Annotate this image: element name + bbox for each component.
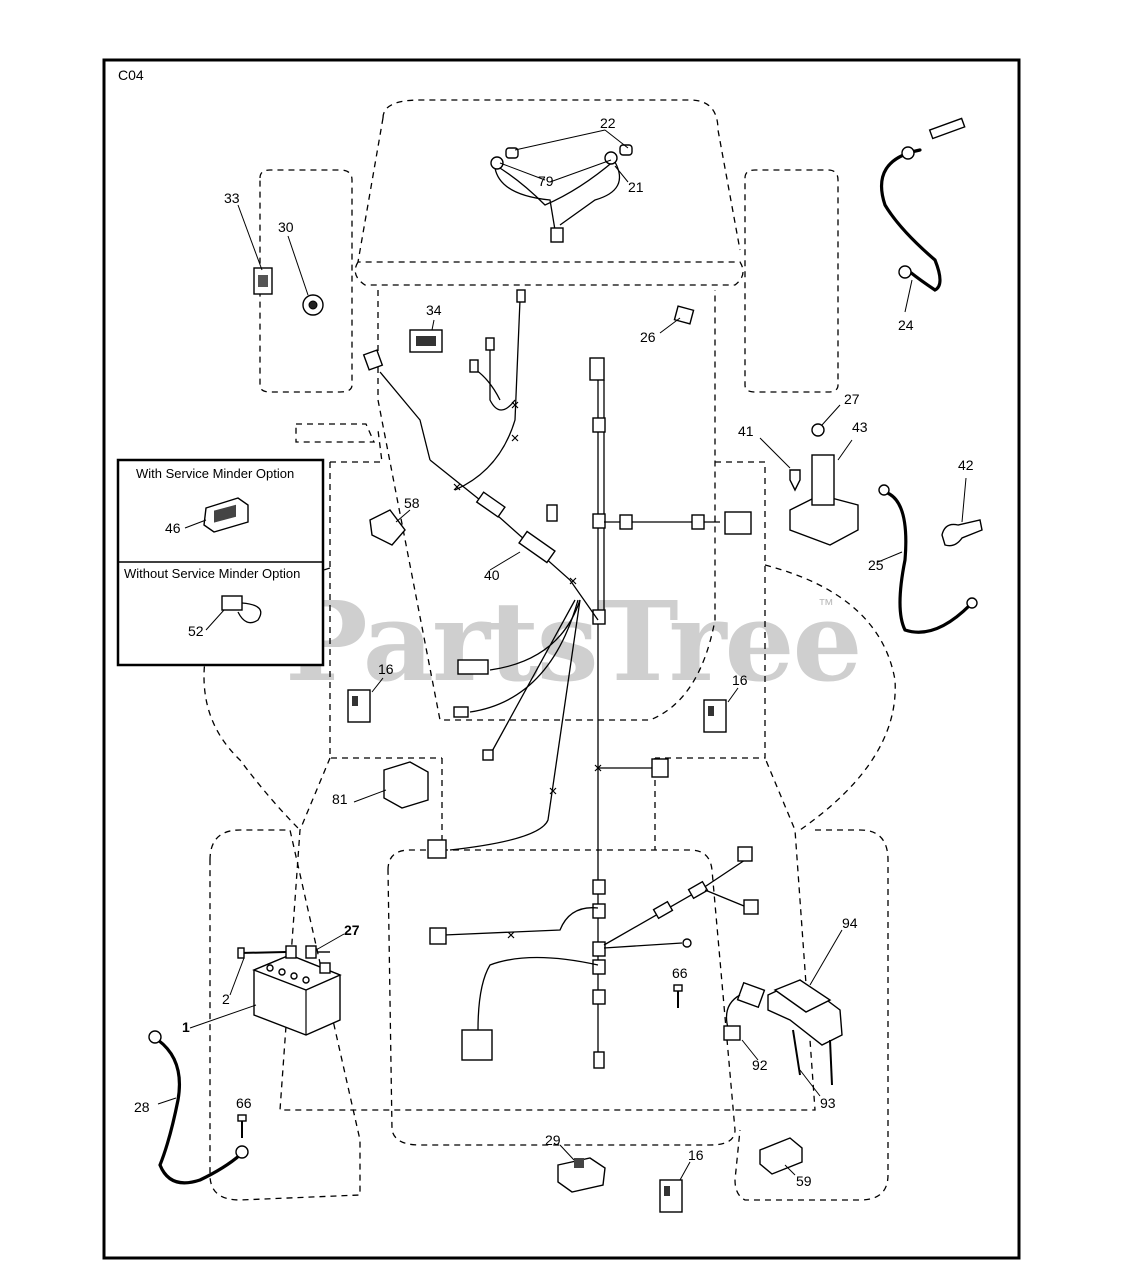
callout-34: 34	[426, 302, 442, 318]
callout-43: 43	[852, 419, 868, 435]
battery-1	[189, 954, 342, 1036]
callout-16-bottom: 16	[688, 1147, 704, 1163]
callout-25: 25	[868, 557, 884, 573]
headlight-harness	[490, 129, 633, 243]
callout-52: 52	[188, 623, 204, 639]
battery-cable-24	[880, 117, 966, 313]
relay-81	[353, 761, 429, 809]
tractor-outline	[203, 99, 896, 1201]
module-58	[369, 509, 411, 546]
switch-29	[557, 1144, 606, 1193]
with-service-minder-label: With Service Minder Option	[136, 466, 294, 481]
nut-27-bottom	[305, 933, 345, 959]
watermark: PartsTree	[285, 577, 861, 706]
diagram-code: C04	[118, 67, 144, 83]
main-wire-harness	[362, 289, 759, 1069]
callout-2: 2	[222, 991, 230, 1007]
connector-16-right	[703, 687, 739, 733]
callout-26: 26	[640, 329, 656, 345]
callout-16-right: 16	[732, 672, 748, 688]
callout-79: 79	[538, 173, 554, 189]
callout-28: 28	[134, 1099, 150, 1115]
bolt-2	[229, 945, 297, 996]
callout-92: 92	[752, 1057, 768, 1073]
callout-40: 40	[484, 567, 500, 583]
without-service-minder-label: Without Service Minder Option	[124, 566, 300, 581]
watermark-tm: ™	[818, 597, 834, 614]
clip-42	[941, 477, 983, 547]
callout-27-bottom: 27	[344, 922, 360, 938]
starter-solenoid	[759, 404, 859, 546]
callout-21: 21	[628, 179, 644, 195]
wire-tie-marks	[453, 401, 602, 939]
screw-66-left	[237, 1114, 247, 1138]
callout-81: 81	[332, 791, 348, 807]
callout-66-left: 66	[236, 1095, 252, 1111]
callout-16-left: 16	[378, 661, 394, 677]
module-59	[759, 1137, 803, 1176]
cable-28	[148, 1030, 249, 1185]
ignition-parts	[237, 204, 324, 316]
callout-46: 46	[165, 520, 181, 536]
connector-92	[723, 981, 766, 1061]
module-94	[767, 929, 843, 1097]
switch-34	[409, 319, 443, 353]
callout-24: 24	[898, 317, 914, 333]
callout-93: 93	[820, 1095, 836, 1111]
callout-42: 42	[958, 457, 974, 473]
jumper-plug-part	[221, 595, 243, 611]
callout-30: 30	[278, 219, 294, 235]
callout-41: 41	[738, 423, 754, 439]
callout-1: 1	[182, 1019, 190, 1035]
callout-58: 58	[404, 495, 420, 511]
callout-33: 33	[224, 190, 240, 206]
fuse-26	[659, 305, 695, 334]
connector-16-left	[347, 677, 384, 723]
diagram-frame	[102, 58, 1021, 1260]
callout-94: 94	[842, 915, 858, 931]
cable-25	[877, 484, 978, 634]
connector-16-bottom	[659, 1161, 691, 1213]
callout-66-center: 66	[672, 965, 688, 981]
screw-66-center	[673, 984, 683, 1008]
callout-59: 59	[796, 1173, 812, 1189]
callout-27-top: 27	[844, 391, 860, 407]
callout-29: 29	[545, 1132, 561, 1148]
service-minder-option-box: With Service Minder Option Without Servi…	[116, 458, 325, 667]
callout-22: 22	[600, 115, 616, 131]
